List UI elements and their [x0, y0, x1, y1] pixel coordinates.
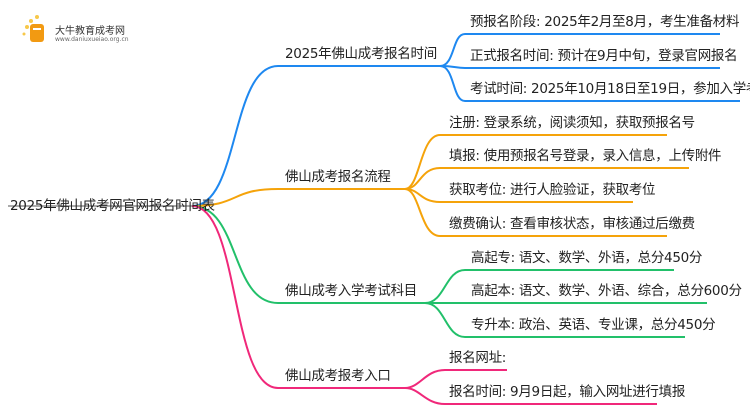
branch-pink-lines	[191, 205, 657, 405]
leaf: 获取考位: 进行人脸验证，获取考位	[449, 182, 656, 198]
leaf: 报名网址:	[449, 350, 507, 366]
leaf: 考试时间: 2025年10月18日至19日，参加入学考试	[470, 81, 750, 97]
leaf: 注册: 登录系统，阅读须知，获取预报名号	[449, 115, 695, 131]
branch-registration-process: 佛山成考报名流程	[285, 169, 391, 185]
leaf: 缴费确认: 查看审核状态，审核通过后缴费	[449, 216, 695, 232]
leaf: 高起专: 语文、数学、外语，总分450分	[471, 250, 703, 266]
leaf: 正式报名时间: 预计在9月中旬，登录官网报名	[470, 48, 738, 64]
leaf: 专升本: 政治、英语、专业课，总分450分	[471, 317, 716, 333]
logo-url: www.daniuxueiao.org.cn	[55, 36, 129, 43]
root-node: 2025年佛山成考网官网报名时间表	[10, 198, 215, 214]
branch-blue-lines	[191, 33, 740, 207]
branch-exam-subjects: 佛山成考入学考试科目	[285, 283, 417, 299]
leaf: 报名时间: 9月9日起，输入网址进行填报	[449, 384, 686, 400]
leaf: 填报: 使用预报名号登录，录入信息，上传附件	[449, 148, 722, 164]
branch-registration-time: 2025年佛山成考报名时间	[285, 46, 437, 62]
leaf: 预报名阶段: 2025年2月至8月，考生准备材料	[470, 14, 740, 30]
leaf: 高起本: 语文、数学、外语、综合，总分600分	[471, 283, 742, 299]
logo-book-icon	[22, 15, 44, 42]
branch-orange-lines	[191, 134, 689, 237]
logo-title: 大牛教育成考网	[55, 26, 125, 37]
branch-registration-entry: 佛山成考报考入口	[285, 368, 391, 384]
branch-green-lines	[191, 205, 707, 338]
